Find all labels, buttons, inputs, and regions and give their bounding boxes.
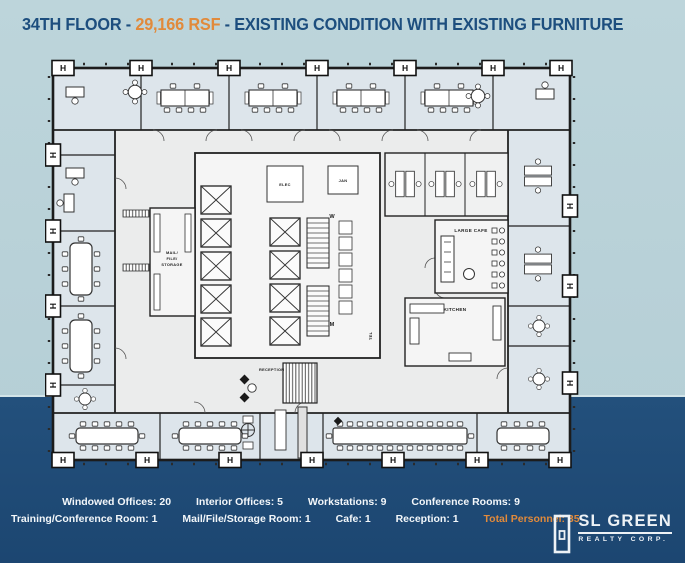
reception-area bbox=[239, 362, 318, 459]
conference-table bbox=[69, 422, 145, 450]
elevator-shaft bbox=[200, 218, 232, 248]
title-condition: - EXISTING CONDITION WITH EXISTING FURNI… bbox=[220, 14, 624, 34]
large-cafe-label: LARGE CAFE bbox=[454, 228, 487, 233]
jan-label: JAN bbox=[339, 178, 348, 183]
lounge-chair bbox=[239, 374, 250, 385]
cafe-seating bbox=[463, 227, 505, 289]
slgreen-building-icon bbox=[554, 514, 571, 554]
cafe-counter bbox=[440, 235, 455, 283]
elevator-shaft bbox=[269, 316, 301, 346]
stat-reception: Reception: 1 bbox=[395, 512, 459, 525]
mail-room-label: MAIL/ bbox=[166, 250, 179, 255]
elevator-shaft bbox=[200, 317, 232, 347]
jan-closet bbox=[327, 165, 359, 195]
title-floor: 34TH FLOOR - bbox=[22, 14, 136, 34]
floor-plan-figure: H bbox=[45, 58, 630, 473]
elec-room bbox=[266, 165, 304, 203]
title-rsf-value: 29,166 RSF bbox=[135, 14, 221, 34]
elevator-bank-west bbox=[200, 185, 232, 347]
logo-company-name: SL GREEN bbox=[578, 512, 672, 534]
floor-symbol bbox=[241, 415, 255, 450]
mens-room-label: M bbox=[330, 322, 335, 328]
elec-label: ELEC bbox=[279, 182, 291, 187]
stat-workstations: Workstations: 9 bbox=[307, 496, 387, 508]
logo-company-subtitle: REALTY CORP. bbox=[578, 536, 669, 543]
stats-row-2: Training/Conference Room: 1 Mail/File/St… bbox=[0, 512, 582, 525]
conference-table bbox=[172, 422, 248, 450]
stat-interior-offices: Interior Offices: 5 bbox=[196, 496, 283, 508]
large-cafe-room bbox=[434, 219, 509, 294]
kitchen-room bbox=[404, 297, 506, 367]
interior-walls bbox=[53, 68, 570, 460]
lounge-chair bbox=[239, 392, 250, 403]
elevator-shaft bbox=[200, 185, 232, 215]
kitchen-label: KITCHEN bbox=[444, 307, 467, 312]
room-labels: MAIL/ FILE/ STORAGE ELEC JAN W M TEL LAR… bbox=[161, 178, 487, 372]
building-core bbox=[194, 152, 381, 359]
stat-conference-rooms: Conference Rooms: 9 bbox=[411, 496, 520, 508]
stats-row-1: Windowed Offices: 20 Interior Offices: 5… bbox=[0, 497, 582, 508]
svg-text:FILE/: FILE/ bbox=[166, 256, 178, 261]
elevator-shaft bbox=[200, 284, 232, 314]
elevator-shaft bbox=[200, 251, 232, 281]
stat-windowed-offices: Windowed Offices: 20 bbox=[62, 496, 172, 508]
elevator-shaft bbox=[269, 283, 301, 313]
restroom-stalls bbox=[338, 220, 353, 315]
reception-counter bbox=[297, 406, 308, 459]
stat-total-personnel: Total Personnel: 35 bbox=[483, 512, 580, 525]
interior-offices bbox=[384, 152, 509, 217]
stairwell bbox=[306, 217, 330, 269]
training-room-table bbox=[326, 422, 474, 450]
slgreen-logo: SL GREEN REALTY CORP. bbox=[552, 512, 672, 556]
floor-plan-svg: H bbox=[45, 59, 579, 469]
svg-text:STORAGE: STORAGE bbox=[161, 262, 182, 267]
womens-room-label: W bbox=[329, 214, 335, 220]
page-title: 34TH FLOOR - 29,166 RSF - EXISTING CONDI… bbox=[22, 14, 624, 35]
elevator-shaft bbox=[269, 250, 301, 280]
stat-training-room: Training/Conference Room: 1 bbox=[11, 512, 158, 525]
reception-label: RECEPTION bbox=[259, 367, 284, 372]
mail-file-storage-room bbox=[122, 207, 196, 317]
title-bar: 34TH FLOOR - 29,166 RSF - EXISTING CONDI… bbox=[0, 0, 685, 56]
elevator-shaft bbox=[269, 217, 301, 247]
stat-mail-room: Mail/File/Storage Room: 1 bbox=[182, 512, 311, 525]
slgreen-logo-text: SL GREEN REALTY CORP. bbox=[578, 512, 672, 543]
stats-summary: Windowed Offices: 20 Interior Offices: 5… bbox=[0, 497, 582, 530]
tel-room-label: TEL bbox=[368, 331, 373, 340]
stat-cafe: Cafe: 1 bbox=[335, 512, 371, 525]
open-shaft bbox=[282, 362, 318, 404]
stairwell bbox=[306, 285, 330, 337]
bottom-conference-rooms bbox=[69, 416, 549, 450]
